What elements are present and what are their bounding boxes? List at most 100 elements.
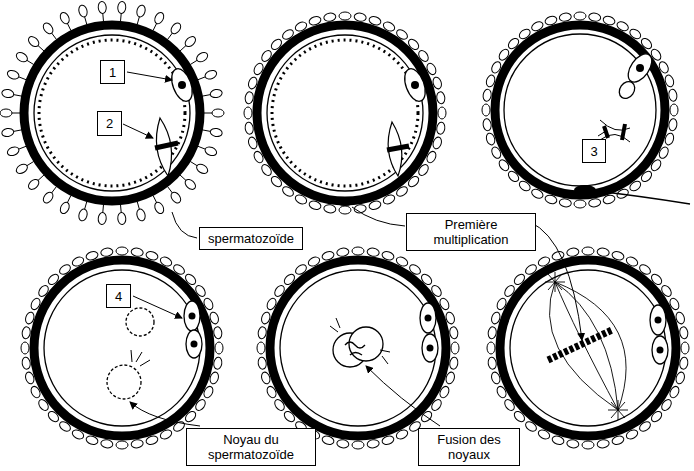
villus-head <box>78 208 89 222</box>
villus-head <box>58 201 71 215</box>
villus-head <box>117 1 126 14</box>
mitotic-spindle <box>545 272 628 420</box>
corona-cell <box>100 247 113 257</box>
villus-head <box>210 88 223 98</box>
callout-number: 3 <box>582 139 606 163</box>
corona-cell <box>597 439 610 449</box>
callout-number: 4 <box>106 284 131 308</box>
villus-head <box>169 190 183 204</box>
corona-cell <box>257 342 265 354</box>
label-text: Noyau du spermatozoïde <box>187 432 315 462</box>
corona-cell <box>482 118 492 131</box>
corona-cell <box>367 247 380 257</box>
villus-head <box>183 35 197 49</box>
corona-cell <box>336 247 349 257</box>
polar-body-nucleus <box>178 64 664 354</box>
label-box: Première multiplication <box>406 213 536 251</box>
corona-cell <box>668 89 678 102</box>
corona-cell <box>559 12 572 22</box>
corona-cell <box>244 122 254 135</box>
villus-head <box>204 69 218 81</box>
corona-cell <box>482 104 490 116</box>
zona-pellucida <box>24 25 676 436</box>
villus-head <box>78 4 89 18</box>
label-text: 3 <box>590 144 597 159</box>
villus-head <box>6 145 20 157</box>
corona-cell <box>670 104 678 116</box>
corona-cell <box>588 198 601 208</box>
villus-head <box>1 88 14 98</box>
villus-head <box>204 145 218 157</box>
corona-cell <box>339 12 351 20</box>
villus-head <box>41 21 55 35</box>
villus-head <box>58 11 71 25</box>
corona-cell <box>215 342 223 354</box>
villus-head <box>41 190 55 204</box>
villus-head <box>153 11 166 25</box>
corona-cell <box>116 441 128 449</box>
villus-head <box>27 177 41 191</box>
villus-head <box>1 127 14 137</box>
villus-head <box>212 109 224 117</box>
pronucleus <box>107 308 390 399</box>
label-text: Fusion des noyaux <box>419 432 519 462</box>
corona-cell <box>582 441 594 449</box>
villus-head <box>169 21 183 35</box>
villus-head <box>15 51 29 64</box>
corona-cell <box>487 342 495 354</box>
corona-cell <box>668 118 678 131</box>
villus-head <box>210 127 223 137</box>
corona-cell <box>244 107 252 119</box>
cortical-granules <box>39 40 418 186</box>
corona-cell <box>449 357 459 370</box>
corona-cell <box>367 439 380 449</box>
corona-cell <box>451 342 459 354</box>
villus-head <box>183 177 197 191</box>
corona-cell <box>679 326 689 339</box>
corona-cell <box>257 357 267 370</box>
meiotic-spindle <box>155 118 630 176</box>
corona-cell <box>21 357 31 370</box>
corona-cell <box>21 342 29 354</box>
corona-cell <box>449 326 459 339</box>
polar-body <box>168 50 668 364</box>
corona-cell <box>354 12 367 22</box>
label-box: Noyau du spermatozoïde <box>186 428 316 466</box>
corona-cell <box>131 247 144 257</box>
callout-number: 2 <box>97 111 122 136</box>
villus-head <box>195 51 209 64</box>
villus-head <box>136 208 147 222</box>
callout-number: 1 <box>100 60 125 84</box>
oocyte-membrane <box>34 34 666 426</box>
villus-head <box>98 1 107 14</box>
corona-cell <box>588 12 601 22</box>
corona-cell <box>566 247 579 257</box>
villus-head <box>6 69 20 81</box>
corona-cell <box>574 200 586 208</box>
corona-cell <box>436 91 446 104</box>
villus-head <box>117 212 126 225</box>
villus-head <box>195 162 209 175</box>
corona-cell <box>352 441 364 449</box>
corona-cell <box>436 122 446 135</box>
label-text: 1 <box>109 65 116 80</box>
label-text: spermatozoïde <box>208 231 294 246</box>
label-text: 4 <box>115 289 122 304</box>
villus-head <box>15 162 29 175</box>
corona-cell <box>323 12 336 22</box>
corona-cell <box>131 439 144 449</box>
corona-cell <box>482 89 492 102</box>
villus-head <box>27 35 41 49</box>
corona-cell <box>487 357 497 370</box>
label-box: Fusion des noyaux <box>418 428 520 466</box>
corona-cell <box>582 247 594 255</box>
corona-cell <box>213 326 223 339</box>
corona-cell <box>257 326 267 339</box>
corona-cell <box>438 107 446 119</box>
villus-head <box>0 109 12 117</box>
corona-cell <box>116 247 128 255</box>
label-text: 2 <box>106 116 113 131</box>
corona-cell <box>681 342 689 354</box>
